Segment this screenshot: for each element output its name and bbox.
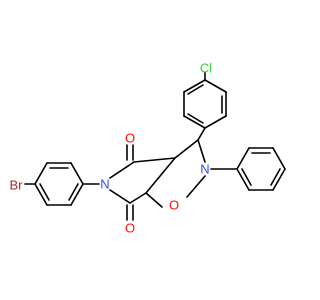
bond xyxy=(70,162,84,185)
chlorine-label: Cl xyxy=(200,61,212,76)
bond xyxy=(145,192,163,208)
bond xyxy=(187,84,204,95)
bond xyxy=(39,183,50,201)
bond xyxy=(70,183,84,206)
bond xyxy=(109,161,135,179)
bond xyxy=(186,175,206,198)
bond xyxy=(34,183,48,206)
bond xyxy=(34,162,48,185)
molecule-diagram: Cl Br N N O O O xyxy=(10,61,286,236)
carbonyl-oxygen-bottom-label: O xyxy=(125,221,135,236)
bond xyxy=(236,147,250,170)
bond xyxy=(197,139,206,163)
bromophenyl-ring xyxy=(24,162,100,206)
chlorophenyl-ring xyxy=(183,71,227,141)
bond xyxy=(197,127,206,141)
bond xyxy=(145,157,176,194)
bromine-label: Br xyxy=(10,178,24,193)
atom-labels: Cl Br N N O O O xyxy=(10,61,213,236)
carbonyl-oxygen-top-label: O xyxy=(125,131,135,146)
bond xyxy=(272,168,286,191)
bond xyxy=(204,115,227,129)
bond xyxy=(183,115,206,129)
fused-core xyxy=(109,139,206,221)
bond xyxy=(129,192,147,204)
bond xyxy=(174,139,199,159)
bond xyxy=(204,79,227,93)
bond xyxy=(241,168,252,186)
ring-oxygen-label: O xyxy=(169,198,179,213)
bond xyxy=(270,168,281,186)
bond xyxy=(187,113,204,124)
bond xyxy=(68,183,79,201)
bond xyxy=(183,79,206,93)
bond xyxy=(236,168,250,191)
bond xyxy=(109,189,131,204)
ring-nitrogen-label: N xyxy=(200,162,209,177)
imide-nitrogen-label: N xyxy=(100,177,109,192)
phenyl-ring xyxy=(210,147,286,191)
bond xyxy=(133,157,176,163)
bond xyxy=(272,147,286,170)
